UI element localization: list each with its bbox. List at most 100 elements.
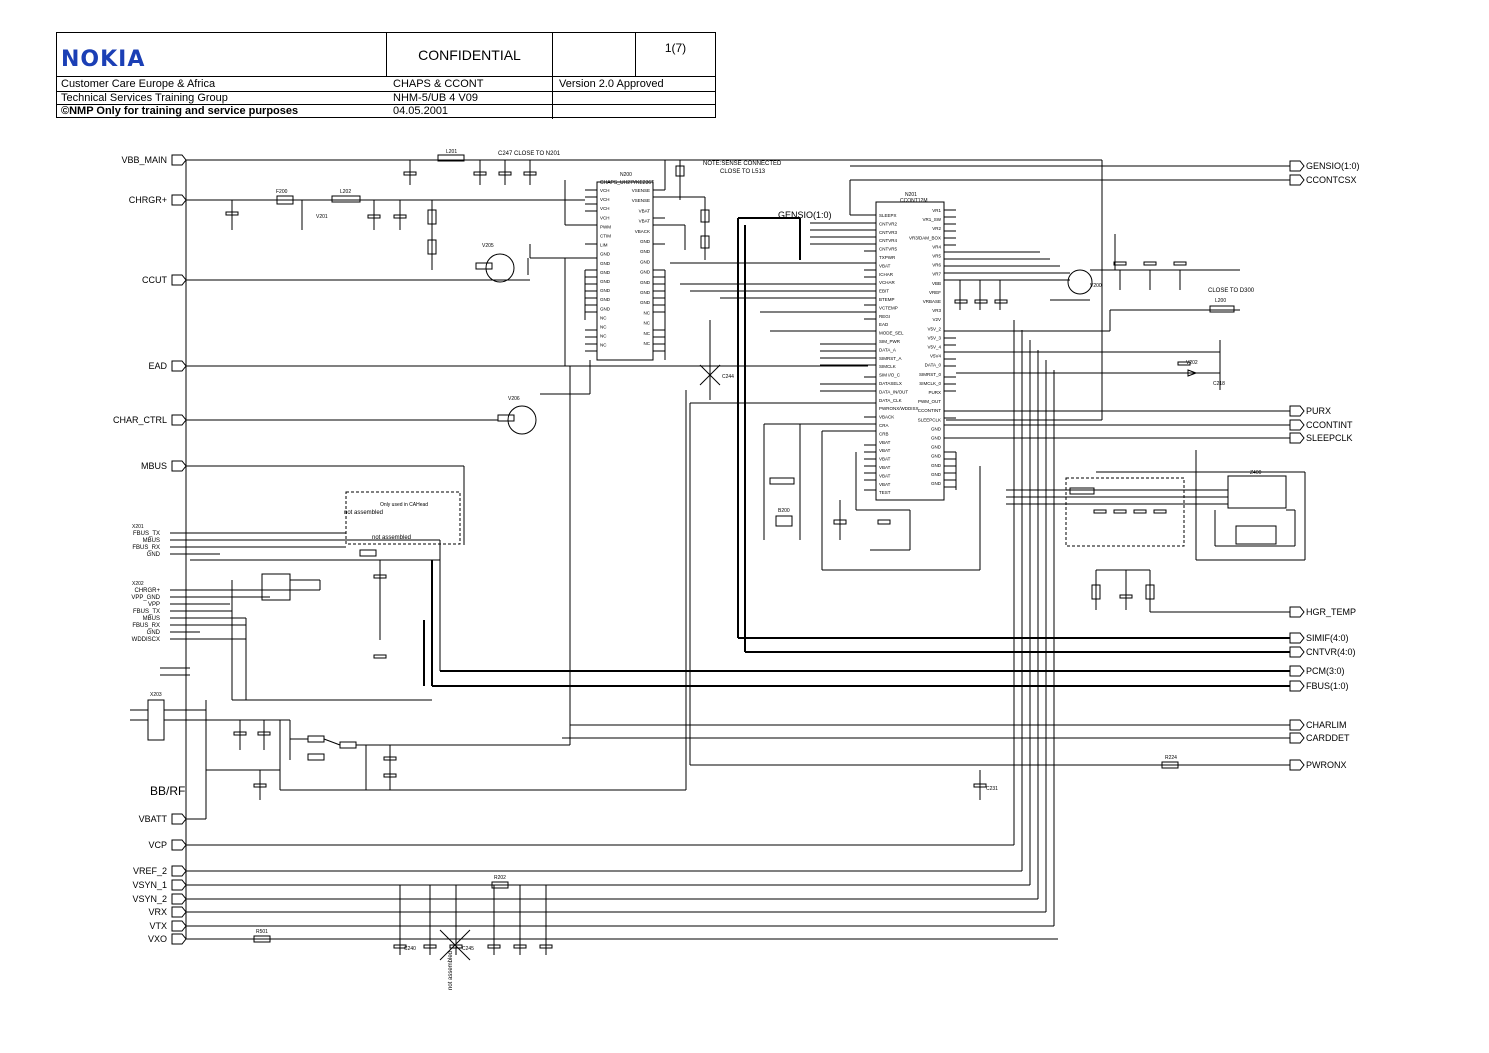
n201-right-pin: VRBASE [923, 299, 941, 304]
port-vbatt: VBATT [139, 814, 168, 824]
n200-part: CHAPS_UH27YKE236T [600, 180, 654, 186]
n200-left-pin: VCH [600, 197, 610, 202]
n200-left-pin: PWM [600, 224, 611, 229]
n200-left-pin: GND [600, 261, 611, 266]
group-label: Technical Services Training Group [61, 92, 228, 104]
n201-left-pin: DATA_A [879, 347, 896, 352]
c218-ref: C218 [1213, 381, 1225, 387]
n200-right-pin: GND [640, 270, 651, 275]
n200-right-pin: GND [640, 249, 651, 254]
port-vxo: VXO [148, 934, 167, 944]
n201-right-pin: GND [931, 454, 942, 459]
n201-right-pin: VR4 [932, 244, 941, 249]
c231-ref: C231 [986, 786, 998, 792]
n200-left-pin: NC [600, 325, 607, 330]
pin-fbus-tx-2: FBUS_TX [133, 609, 160, 615]
n201-right-pin: V5V_4 [927, 345, 941, 350]
note-sense-2: CLOSE TO L513 [720, 169, 766, 175]
doc-code: NHM-5/UB 4 V09 [393, 92, 478, 104]
c245-ref: C245 [462, 946, 474, 952]
n200-right-pin: GND [640, 290, 651, 295]
port-cntvr: CNTVR(4:0) [1306, 647, 1356, 657]
page-number: 1(7) [636, 33, 715, 77]
port-pwronx: PWRONX [1306, 760, 1347, 770]
c240-ref: C240 [404, 946, 416, 952]
pin-gnd: GND [147, 552, 161, 558]
n201-left-pin: TXPWR [879, 255, 896, 260]
f200-ref: F200 [276, 189, 288, 195]
n201-right-pin: GND [931, 481, 942, 486]
n201-right-pin: VR5 [932, 254, 941, 259]
pin-chrgr: CHRGR+ [134, 588, 160, 594]
note-close-d300: CLOSE TO D300 [1208, 288, 1255, 294]
n201-left-pin: VBAT [879, 473, 891, 478]
port-mbus: MBUS [141, 461, 167, 471]
l200-ref: L200 [1215, 298, 1226, 304]
r202-ref: R202 [494, 875, 506, 881]
n200-right-pin: GND [640, 259, 651, 264]
note-not-assembled-1: not assembled [344, 510, 383, 516]
n201-right-pins: VR1VR1_SWVR2VR3/DAM_BOXVR4VR5VR6VR7VBBVR… [909, 208, 942, 486]
n200-right-pins: VSENSEVSENSEVBATVBATVBACKGNDGNDGNDGNDGND… [632, 188, 651, 346]
v201-ref: V201 [316, 214, 328, 220]
n201-right-pin: SLEEPCLK [918, 417, 941, 422]
doc-col [387, 77, 553, 119]
n200-right-pin: GND [640, 239, 651, 244]
port-vsyn-1: VSYN_1 [132, 880, 167, 890]
n200-right-pin: NC [644, 341, 651, 346]
port-carddet: CARDDET [1306, 733, 1350, 743]
pin-fbus-rx: FBUS_RX [132, 545, 160, 551]
n201-left-pin: CRB [879, 431, 889, 436]
n201-left-pin: MODE_SEL [879, 331, 904, 336]
blank-cell [553, 33, 636, 77]
n201-left-pin: EAD [879, 322, 889, 327]
n200-left-pin: CTIM [600, 234, 611, 239]
n201-right-pin: SIMCLK_0 [919, 381, 941, 386]
n201-right-pin: V2V [932, 317, 941, 322]
n201-left-pin: CRA [879, 423, 889, 428]
n200-left-pin: NC [600, 315, 607, 320]
note-close-n201: C247 CLOSE TO N201 [498, 151, 561, 157]
pin-vpp: VPP [148, 602, 160, 608]
n201-left-pin: VBAT [879, 465, 891, 470]
x203-ref: X203 [150, 692, 162, 698]
n201-left-pins: SLEEPXCNTVR2CNTVR3CNTVR4CNTVR5TXPWRVBATI… [879, 213, 919, 495]
n201-right-pin: PURX [928, 390, 941, 395]
port-fbus: FBUS(1:0) [1306, 681, 1349, 691]
n201-left-pin: VBAT [879, 263, 891, 268]
port-gensio: GENSIO(1:0) [1306, 161, 1360, 171]
port-ccontint: CCONTINT [1306, 420, 1353, 430]
n200-left-pin: NC [600, 334, 607, 339]
l201-ref: L201 [446, 149, 457, 155]
pin-mbus-2: MBUS [143, 616, 160, 622]
n200-right-pin: GND [640, 280, 651, 285]
n201-right-pin: GND [931, 463, 942, 468]
n200-left-pin: GND [600, 252, 611, 257]
version-label: Version 2.0 Approved [559, 78, 664, 90]
note-not-assembled-3: not assembled [448, 951, 454, 990]
n200-right-pin: VBAT [639, 208, 651, 213]
n201-left-pin: VBAT [879, 457, 891, 462]
n200-left-pin: VCH [600, 188, 610, 193]
port-ead: EAD [148, 361, 167, 371]
l202-ref: L202 [340, 189, 351, 195]
port-sleepclk: SLEEPCLK [1306, 433, 1353, 443]
port-vrx: VRX [148, 907, 167, 917]
port-vcp: VCP [148, 840, 167, 850]
port-vbb-main: VBB_MAIN [121, 155, 167, 165]
pin-fbus-rx-2: FBUS_RX [132, 623, 160, 629]
n200-left-pin: GND [600, 270, 611, 275]
n201-right-pin: GND [931, 436, 942, 441]
n200-left-pin: NC [600, 343, 607, 348]
n201-left-pin: VBAT [879, 448, 891, 453]
n201-right-pin: VR3/DAM_BOX [909, 235, 941, 240]
port-ccut: CCUT [142, 275, 167, 285]
n201-left-pin: DATA_IN/OUT [879, 389, 908, 394]
n201-right-pin: V5V_2 [927, 326, 941, 331]
pin-vpp-gnd: VPP_GND [131, 595, 160, 601]
port-purx: PURX [1306, 406, 1331, 416]
n201-left-pin: DATASELX [879, 381, 902, 386]
n201-right-pin: VR6 [932, 263, 941, 268]
port-pcm: PCM(3:0) [1306, 666, 1345, 676]
n201-left-pin: CNTVR5 [879, 247, 897, 252]
